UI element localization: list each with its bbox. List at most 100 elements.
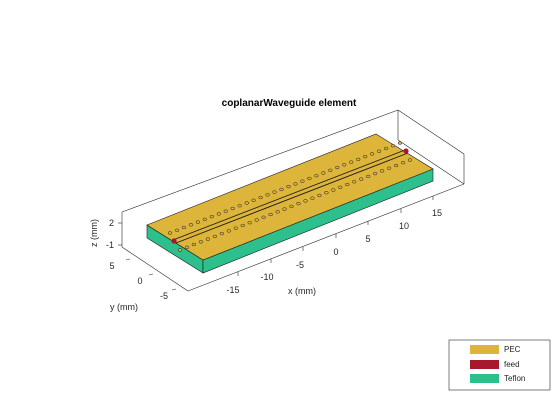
y-axis-label: y (mm) <box>110 302 138 312</box>
via-hole <box>366 174 371 179</box>
y-tick-labels: 5 0 -5 <box>109 261 168 301</box>
y-tick-label: 0 <box>137 276 142 286</box>
gap-line-upper <box>172 149 406 241</box>
via-hole <box>390 144 396 148</box>
x-tick-label: -10 <box>260 272 273 282</box>
via-hole <box>279 187 284 192</box>
x-tick-labels: -15 -10 -5 0 5 10 15 <box>226 208 442 295</box>
via-hole <box>219 231 224 236</box>
via-hole <box>363 154 368 159</box>
via-hole <box>296 201 301 206</box>
via-hole <box>233 226 238 230</box>
signal-trace <box>172 149 409 244</box>
feed-port-left <box>171 238 177 244</box>
via-hole <box>352 180 357 184</box>
via-hole <box>181 225 187 230</box>
via-hole <box>230 206 235 211</box>
box-edge-back-bottom <box>397 139 465 185</box>
via-array <box>167 141 413 252</box>
via-hole <box>328 168 333 172</box>
via-hole <box>174 228 180 232</box>
via-hole <box>226 229 231 233</box>
via-hole <box>342 163 347 167</box>
via-hole <box>321 171 326 175</box>
y-ticks <box>125 258 177 291</box>
via-hole <box>359 177 364 181</box>
legend-label-teflon: Teflon <box>504 374 525 383</box>
via-hole <box>205 237 211 241</box>
via-hole <box>212 234 217 239</box>
z-ticks <box>118 222 122 246</box>
via-hole <box>261 215 266 219</box>
via-hole <box>349 160 354 164</box>
via-hole <box>303 199 308 203</box>
z-tick-label: 2 <box>109 218 114 228</box>
via-hole <box>407 158 413 162</box>
via-hole <box>293 182 298 186</box>
y-tick-label: -5 <box>160 291 168 301</box>
via-hole <box>300 179 305 183</box>
legend-swatch-pec <box>470 345 499 354</box>
x-tick-label: -5 <box>296 260 304 270</box>
via-hole <box>202 217 207 222</box>
z-tick-labels: 2 -1 <box>106 218 114 250</box>
x-axis-label: x (mm) <box>288 286 316 296</box>
via-hole <box>251 198 256 202</box>
feed-port-right <box>403 148 409 154</box>
via-hole <box>265 193 270 197</box>
via-hole <box>356 157 361 162</box>
via-hole <box>188 223 194 227</box>
via-hole <box>376 149 382 153</box>
via-hole <box>400 161 406 165</box>
via-hole <box>289 204 294 209</box>
feed-ports <box>171 148 409 244</box>
legend: PEC feed Teflon <box>448 339 551 391</box>
via-hole <box>317 193 322 198</box>
via-hole <box>324 191 329 195</box>
legend-box <box>448 339 551 391</box>
legend-swatch-teflon <box>470 374 499 383</box>
y-tick-mark <box>148 273 154 276</box>
via-hole <box>209 214 214 219</box>
pec-top-face <box>146 133 434 261</box>
via-hole <box>254 218 259 222</box>
via-hole <box>184 245 190 249</box>
z-tick-label: -1 <box>106 240 114 250</box>
via-hole <box>373 171 378 176</box>
y-tick-mark <box>171 288 177 291</box>
x-tick-label: 15 <box>432 208 442 218</box>
box-edge-back-top <box>121 109 399 213</box>
via-hole <box>314 174 319 178</box>
x-axis-line <box>187 183 465 292</box>
via-hole <box>282 207 287 211</box>
via-hole <box>335 165 340 170</box>
legend-label-pec: PEC <box>504 345 521 354</box>
x-ticks <box>237 196 434 276</box>
x-tick-label: -15 <box>226 285 239 295</box>
x-tick-label: 0 <box>333 247 338 257</box>
via-hole <box>272 190 277 194</box>
axes-box <box>121 109 465 292</box>
via-hole <box>223 209 228 213</box>
via-hole <box>379 169 385 173</box>
via-hole <box>216 212 221 216</box>
via-hole <box>369 152 375 156</box>
via-hole <box>198 240 204 244</box>
via-hole <box>237 204 242 208</box>
via-hole <box>386 166 392 170</box>
y-tick-mark <box>125 258 131 261</box>
via-hole <box>397 141 403 145</box>
y-axis-line <box>121 246 189 292</box>
pec-top-surface <box>146 133 434 261</box>
via-hole <box>177 248 183 252</box>
via-hole <box>286 184 291 189</box>
via-hole <box>275 210 280 214</box>
via-hole <box>247 221 252 225</box>
x-tick-label: 10 <box>399 221 409 231</box>
via-hole <box>268 212 273 217</box>
via-hole <box>393 163 399 168</box>
via-hole <box>331 188 336 192</box>
via-hole <box>258 195 263 200</box>
via-hole <box>307 176 312 181</box>
via-hole <box>240 223 245 228</box>
